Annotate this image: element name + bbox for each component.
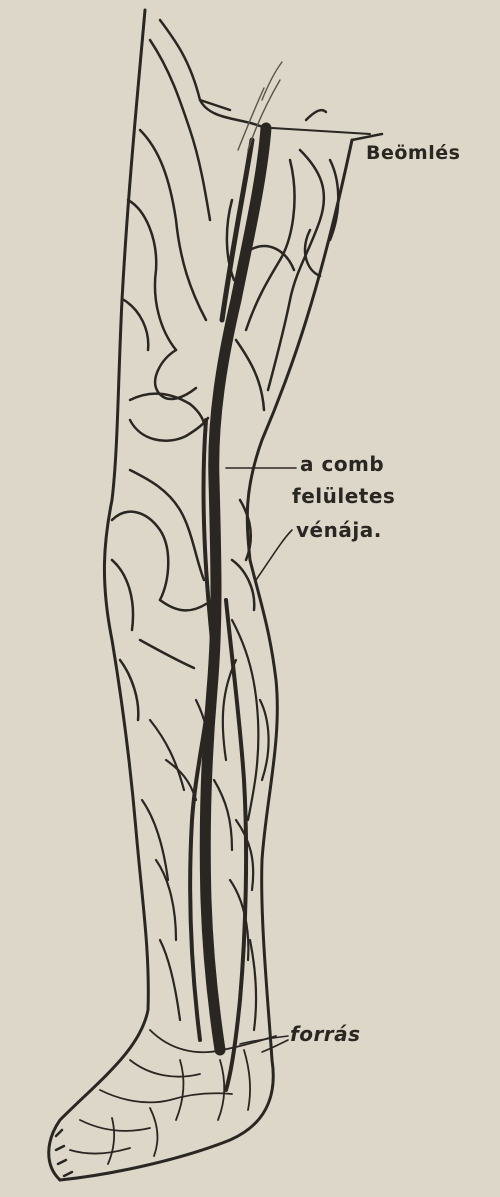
thigh-vein-network	[124, 20, 338, 441]
pointer-vein-secondary	[256, 530, 292, 580]
vein-label-line-2: felületes	[292, 484, 395, 508]
source-label: forrás	[290, 1022, 361, 1046]
foot-vein-network	[56, 1030, 276, 1176]
vein-label-line-1: a comb	[300, 452, 384, 476]
label-pointers	[226, 468, 296, 1052]
inflow-label: Beömlés	[366, 142, 460, 164]
vein-label-line-3: vénája.	[296, 518, 382, 542]
